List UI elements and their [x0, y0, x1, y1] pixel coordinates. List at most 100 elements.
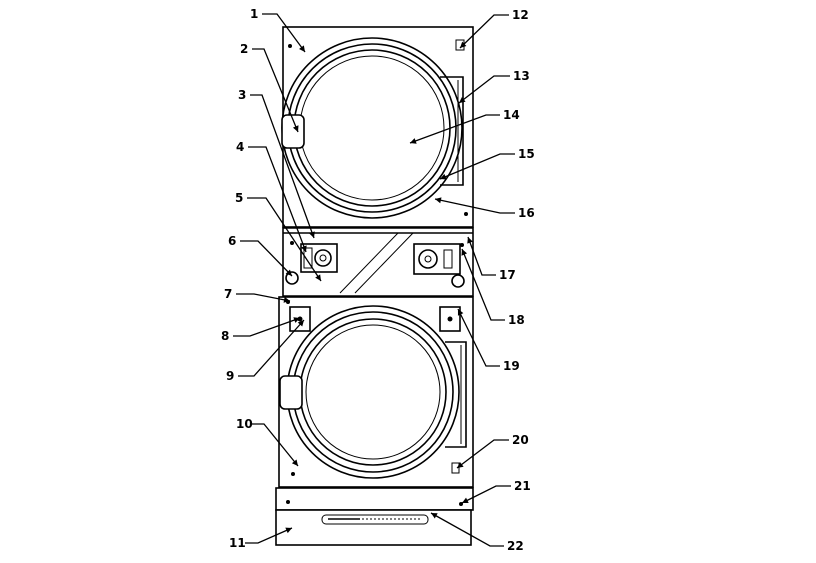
leader-arrow-15 — [440, 173, 447, 180]
leader-arrow-17 — [467, 237, 473, 244]
upper-door-handle — [281, 114, 305, 149]
callout-19: 19 — [503, 359, 520, 373]
leader-line-7 — [236, 293, 291, 302]
callout-11: 11 — [229, 536, 246, 550]
callout-14: 14 — [503, 108, 520, 122]
callout-8: 8 — [221, 329, 229, 343]
callout-21: 21 — [514, 479, 531, 493]
leader-line-15 — [439, 153, 515, 180]
leader-arrow-11 — [285, 527, 292, 534]
callout-4: 4 — [236, 140, 244, 154]
leader-arrow-10 — [291, 459, 298, 466]
leader-line-16 — [434, 198, 515, 214]
leader-arrow-22 — [431, 513, 438, 519]
right-lock — [451, 274, 465, 288]
leader-line-14 — [409, 114, 500, 144]
lower-label-plate — [451, 462, 460, 474]
lower-washer — [278, 296, 474, 488]
leader-arrow-12 — [460, 41, 467, 48]
callout-6: 6 — [228, 234, 236, 248]
lower-left-button-dot — [297, 316, 303, 322]
leader-arrow-8 — [293, 317, 300, 323]
leader-line-8 — [233, 317, 301, 337]
kick-plate — [275, 509, 472, 546]
callout-18: 18 — [508, 313, 525, 327]
console-divider-2 — [354, 232, 414, 294]
leader-arrow-13 — [459, 96, 466, 103]
leader-line-21 — [461, 485, 511, 504]
callout-5: 5 — [235, 191, 243, 205]
callout-9: 9 — [226, 369, 234, 383]
callout-10: 10 — [236, 417, 253, 431]
leader-arrow-2 — [292, 125, 299, 132]
left-timer-center — [319, 254, 327, 262]
callout-17: 17 — [499, 268, 516, 282]
callout-13: 13 — [513, 69, 530, 83]
callout-3: 3 — [238, 88, 246, 102]
upper-door-hinge — [440, 76, 464, 186]
left-lock — [285, 271, 299, 285]
leader-line-3 — [250, 94, 315, 239]
leader-line-22 — [430, 512, 504, 547]
callout-7: 7 — [224, 287, 232, 301]
callout-2: 2 — [240, 42, 248, 56]
leader-arrow-16 — [435, 197, 442, 204]
leader-arrow-3 — [309, 231, 315, 238]
callout-12: 12 — [512, 8, 529, 22]
callout-20: 20 — [512, 433, 529, 447]
screw — [460, 243, 464, 247]
leader-line-18 — [461, 248, 505, 321]
leader-line-6 — [240, 240, 293, 277]
console-divider-1 — [339, 232, 399, 294]
lower-right-button-dot — [447, 316, 453, 322]
control-console — [282, 227, 474, 297]
lower-door-inner-ring — [305, 324, 441, 460]
screw — [290, 241, 294, 245]
callout-15: 15 — [518, 147, 535, 161]
screw — [464, 212, 468, 216]
leader-arrow-5 — [315, 274, 321, 281]
screw — [286, 500, 290, 504]
right-coin-slot — [443, 249, 453, 269]
left-coin-slot — [303, 247, 313, 269]
leader-line-12 — [459, 14, 509, 49]
leader-line-19 — [457, 308, 500, 367]
leader-line-11 — [245, 527, 293, 544]
upper-dryer — [281, 26, 474, 228]
screw — [291, 472, 295, 476]
base-trim — [275, 487, 474, 511]
leader-line-1 — [262, 13, 306, 53]
leader-line-9 — [238, 319, 305, 377]
upper-front-panel — [282, 26, 474, 228]
left-timer-dial — [314, 249, 332, 267]
leader-arrow-4 — [301, 245, 307, 252]
leader-arrow-18 — [461, 249, 468, 256]
leader-line-2 — [252, 48, 299, 133]
right-timer-dial — [418, 249, 438, 269]
base-section — [275, 487, 474, 546]
leader-arrow-9 — [297, 320, 304, 327]
leader-arrow-14 — [410, 138, 417, 144]
callout-22: 22 — [507, 539, 524, 553]
leader-arrow-19 — [457, 309, 464, 316]
leader-arrow-1 — [299, 45, 305, 52]
leader-line-17 — [467, 236, 496, 276]
callout-16: 16 — [518, 206, 535, 220]
screw — [288, 44, 292, 48]
leader-line-20 — [456, 439, 509, 469]
lower-door-hinge — [445, 341, 467, 448]
leader-arrow-6 — [285, 269, 292, 276]
leader-arrow-21 — [462, 497, 469, 503]
leader-arrow-20 — [457, 461, 464, 468]
leader-line-4 — [248, 146, 307, 253]
leader-line-13 — [458, 75, 510, 104]
lower-door-handle — [279, 375, 303, 410]
leader-lines — [233, 13, 515, 547]
leader-arrow-7 — [283, 296, 290, 303]
right-timer-center — [424, 255, 432, 263]
callout-1: 1 — [250, 7, 258, 21]
leader-line-10 — [252, 423, 299, 467]
leader-line-5 — [247, 197, 322, 282]
